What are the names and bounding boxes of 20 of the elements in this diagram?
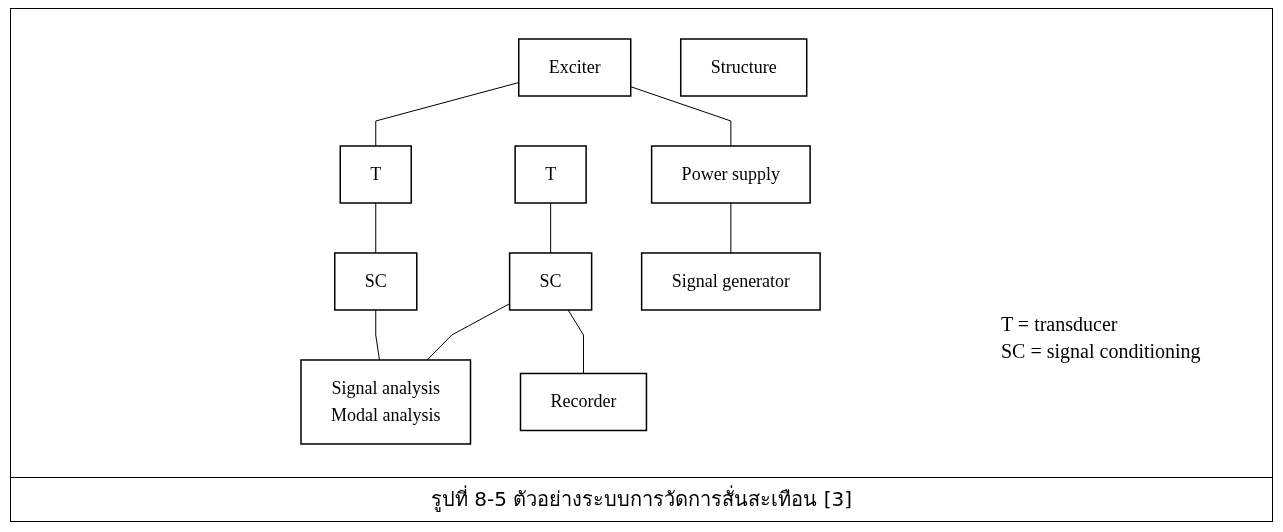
connector [375, 82, 520, 147]
legend-note: SC = signal conditioning [1001, 340, 1201, 363]
node-box: Structure [680, 38, 808, 97]
node-box: Signal analysis Modal analysis [300, 359, 472, 445]
node-box: SC [334, 252, 418, 311]
node-box: T [339, 145, 413, 204]
node-box: T [514, 145, 588, 204]
node-box: Power supply [651, 145, 812, 204]
node-box: Signal generator [641, 252, 822, 311]
connector [568, 309, 585, 374]
connector [427, 303, 511, 361]
connector [730, 202, 732, 254]
node-box: Exciter [518, 38, 632, 97]
connector [375, 202, 377, 254]
node-box: SC [509, 252, 593, 311]
connector [375, 309, 381, 361]
connector [550, 202, 552, 254]
figure-caption: รูปที่ 8-5 ตัวอย่างระบบการวัดการสั่นสะเทือน [3] [10, 478, 1273, 522]
node-box: Recorder [520, 372, 648, 432]
legend-note: T = transducer [1001, 313, 1119, 336]
